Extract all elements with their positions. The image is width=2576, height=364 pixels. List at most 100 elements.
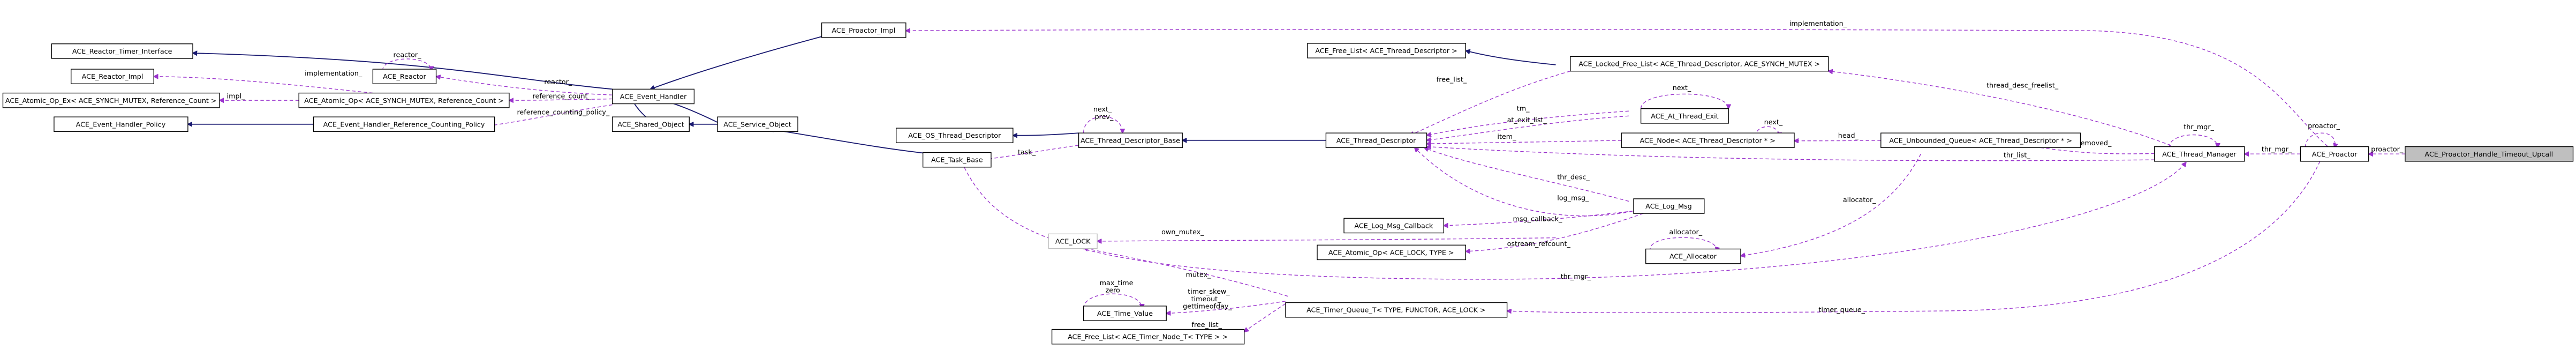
edge-label-reference-count: reference_count_ [533, 92, 592, 100]
node-timer-queue[interactable]: ACE_Timer_Queue_T< TYPE, FUNCTOR, ACE_LO… [1285, 302, 1508, 318]
node-atomic-op-ex[interactable]: ACE_Atomic_Op_Ex< ACE_SYNCH_MUTEX, Refer… [2, 92, 220, 108]
node-log-msg-callback[interactable]: ACE_Log_Msg_Callback [1343, 218, 1445, 234]
edge-usage-reference-count [509, 99, 613, 100]
node-reactor-impl[interactable]: ACE_Reactor_Impl [71, 69, 154, 84]
edge-label-task: task_ [1018, 148, 1036, 156]
edge-label-reactor-member: reactor_ [544, 78, 572, 86]
node-label: ACE_Locked_Free_List< ACE_Thread_Descrip… [1578, 60, 1820, 68]
edge-usage-reactor-member [436, 77, 613, 95]
node-label: ACE_Proactor_Impl [832, 26, 895, 34]
node-label: ACE_Thread_Descriptor [1336, 136, 1416, 144]
node-thread-descriptor[interactable]: ACE_Thread_Descriptor [1325, 132, 1427, 148]
edge-usage-timer-queue [1507, 161, 2321, 313]
node-task-base[interactable]: ACE_Task_Base [922, 152, 992, 168]
node-event-handler-policy[interactable]: ACE_Event_Handler_Policy [54, 116, 188, 132]
node-os-thread-descriptor[interactable]: ACE_OS_Thread_Descriptor [895, 128, 1014, 143]
node-label: ACE_Proactor [2312, 150, 2358, 158]
nodes-layer: ACE_Reactor_Timer_Interface ACE_Reactor_… [2, 22, 2574, 345]
edge-label-timer-queue: timer_queue_ [1818, 306, 1865, 314]
node-label: ACE_Event_Handler [620, 92, 687, 100]
edge-label-next-node: next_ [1764, 118, 1783, 126]
edge-label-msg-callback: msg_callback_ [1513, 215, 1563, 223]
edge-usage-item [1427, 140, 1622, 144]
edge-label-implementation-proactor: implementation_ [1789, 19, 1847, 27]
node-label: ACE_Shared_Object [617, 120, 684, 128]
edge-usage-proactor-self [2305, 132, 2335, 147]
node-label: ACE_Atomic_Op_Ex< ACE_SYNCH_MUTEX, Refer… [5, 96, 217, 105]
node-atomic-op-lock[interactable]: ACE_Atomic_Op< ACE_LOCK, TYPE > [1317, 244, 1467, 261]
node-label: ACE_Reactor [383, 72, 426, 80]
node-event-handler[interactable]: ACE_Event_Handler [611, 88, 695, 105]
edge-usage-thr-desc [1424, 147, 1629, 202]
node-reactor-timer-interface[interactable]: ACE_Reactor_Timer_Interface [51, 43, 193, 59]
node-atomic-op-ref[interactable]: ACE_Atomic_Op< ACE_SYNCH_MUTEX, Referenc… [298, 92, 510, 108]
node-proactor-impl[interactable]: ACE_Proactor_Impl [821, 22, 906, 38]
edge-label-reference-counting-policy: reference_counting_policy_ [517, 108, 609, 116]
node-at-thread-exit[interactable]: ACE_At_Thread_Exit [1640, 108, 1729, 124]
edge-usage-thread-desc-freelist [1829, 71, 2177, 148]
edge-usage-thr-list [1427, 147, 2155, 161]
node-proactor[interactable]: ACE_Proactor [2300, 146, 2369, 162]
node-label: ACE_Node< ACE_Thread_Descriptor * > [1640, 136, 1775, 144]
node-label: ACE_Service_Object [723, 120, 791, 128]
edge-label-proactor-self: proactor_ [2308, 122, 2340, 130]
edge-label-free-list-td: free_list_ [1437, 76, 1467, 84]
node-shared-object[interactable]: ACE_Shared_Object [611, 116, 690, 132]
edge-label-log-msg: log_msg_ [1557, 194, 1589, 202]
node-unbounded-queue[interactable]: ACE_Unbounded_Queue< ACE_Thread_Descript… [1880, 132, 2081, 148]
edge-usage-msg-callback [1444, 210, 1634, 226]
node-node-thread-descriptor[interactable]: ACE_Node< ACE_Thread_Descriptor * > [1621, 132, 1795, 148]
node-allocator[interactable]: ACE_Allocator [1645, 248, 1741, 264]
edge-usage-tm [1427, 110, 1629, 135]
node-label: ACE_Reactor_Impl [82, 72, 143, 80]
node-label: ACE_Free_List< ACE_Thread_Descriptor > [1315, 47, 1457, 55]
node-label: ACE_Timer_Queue_T< TYPE, FUNCTOR, ACE_LO… [1306, 306, 1485, 314]
node-thread-manager[interactable]: ACE_Thread_Manager [2154, 146, 2245, 162]
node-event-handler-reference-counting-policy[interactable]: ACE_Event_Handler_Reference_Counting_Pol… [313, 116, 495, 132]
node-free-list-timer-node[interactable]: ACE_Free_List< ACE_Timer_Node_T< TYPE > … [1051, 329, 1245, 345]
node-label: ACE_Free_List< ACE_Timer_Node_T< TYPE > … [1068, 333, 1228, 341]
node-label: ACE_Unbounded_Queue< ACE_Thread_Descript… [1889, 136, 2072, 144]
edge-usage-implementation-proactor [906, 29, 2332, 151]
node-reactor[interactable]: ACE_Reactor [372, 69, 437, 84]
edge-label-allocator-self: allocator_ [1669, 228, 1702, 236]
node-service-object[interactable]: ACE_Service_Object [717, 116, 798, 132]
node-thread-descriptor-base[interactable]: ACE_Thread_Descriptor_Base [1078, 132, 1183, 148]
node-log-msg[interactable]: ACE_Log_Msg [1633, 198, 1705, 214]
edge-usage-own-mutex [1097, 237, 1556, 241]
edge-usage-free-list-td [1410, 71, 1570, 136]
edge-usage-reference-counting-policy [490, 104, 613, 125]
node-label: ACE_At_Thread_Exit [1651, 112, 1719, 120]
edge-inherit-proactor-impl-to-event-handler [651, 35, 826, 89]
node-ace-lock[interactable]: ACE_LOCK [1048, 233, 1098, 249]
node-proactor-handle-timeout-upcall[interactable]: ACE_Proactor_Handle_Timeout_Upcall [2405, 146, 2574, 162]
edge-label-prev: prev_ [1095, 113, 1114, 121]
edge-label-ostream-refcount: ostream_refcount_ [1507, 240, 1571, 248]
edge-label-next-at-exit: next_ [1673, 84, 1691, 92]
node-free-list-thread-descriptor[interactable]: ACE_Free_List< ACE_Thread_Descriptor > [1307, 43, 1467, 58]
edge-usage-thr-mgr-self [2169, 135, 2218, 148]
edge-usage-log-msg [1415, 147, 1644, 217]
node-label: ACE_Log_Msg [1645, 202, 1692, 210]
edge-label-next: next_ [1093, 105, 1112, 113]
edge-usage-allocator [1741, 153, 1921, 256]
edge-label-thread-desc-freelist: thread_desc_freelist_ [1986, 81, 2059, 90]
node-label: ACE_Reactor_Timer_Interface [72, 47, 172, 55]
edge-usage-mutex [1084, 248, 1288, 297]
node-label: ACE_Thread_Manager [2162, 150, 2237, 158]
node-label: ACE_Event_Handler_Reference_Counting_Pol… [323, 120, 485, 128]
edge-label-timer-skew: timer_skew_ [1188, 287, 1230, 295]
edge-usage-head [1794, 140, 1881, 141]
edge-label-reactor-self: reactor_ [394, 50, 422, 58]
node-label: ACE_Proactor_Handle_Timeout_Upcall [2424, 150, 2553, 158]
edge-label-own-mutex: own_mutex_ [1161, 228, 1204, 236]
edge-label-thr-mgr-proactor: thr_mgr_ [2262, 145, 2292, 153]
node-time-value[interactable]: ACE_Time_Value [1083, 306, 1167, 321]
node-label: ACE_Event_Handler_Policy [76, 120, 166, 128]
edge-label-mutex: mutex_ [1186, 270, 1212, 278]
edge-usage-at-exit-list [1427, 115, 1629, 140]
node-locked-free-list[interactable]: ACE_Locked_Free_List< ACE_Thread_Descrip… [1570, 56, 1829, 72]
edge-label-thr-desc: thr_desc_ [1557, 173, 1590, 181]
edge-usage-next-self-at-exit [1640, 93, 1729, 108]
edge-label-at-exit-list: at_exit_list_ [1507, 116, 1547, 124]
